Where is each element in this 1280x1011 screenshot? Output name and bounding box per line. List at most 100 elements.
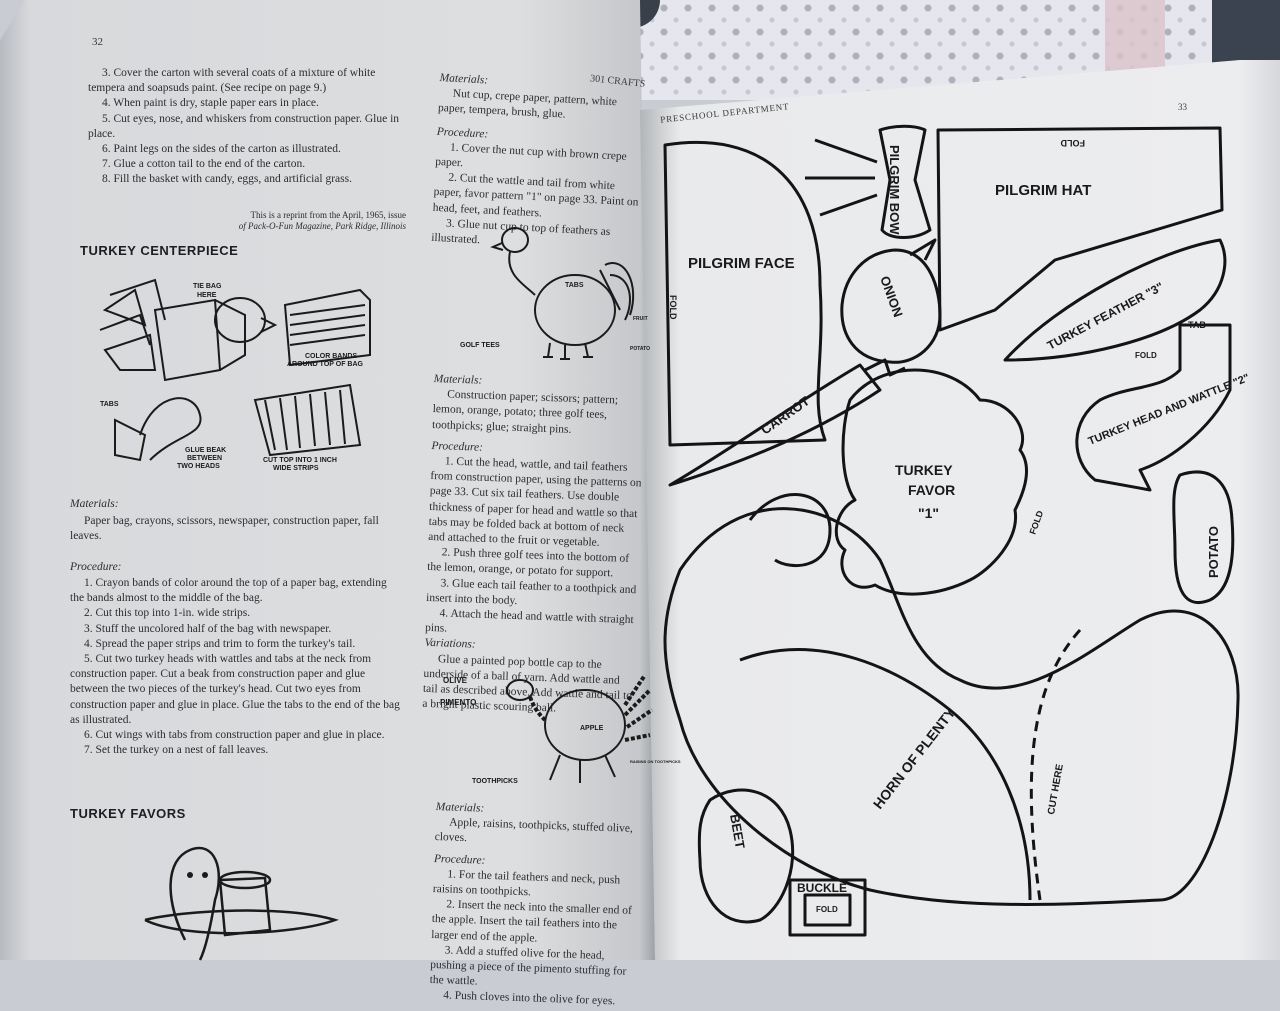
onion-top (909, 238, 937, 261)
horn-inner (739, 648, 1032, 901)
pilgrim-bow-label: PILGRIM BOW (887, 145, 902, 235)
materials-text: Paper bag, crayons, scissors, newspaper,… (70, 514, 400, 544)
intro-step: 3. Cover the carton with several coats o… (88, 67, 376, 95)
pilgrim-hat-outline (936, 126, 1224, 332)
turkey-head-outline (1075, 323, 1232, 492)
cut-here-line (1029, 628, 1082, 901)
carrot-outline (668, 363, 882, 487)
procedure-step: 7. Set the turkey on a nest of fall leav… (84, 744, 269, 757)
procedure-heading: Procedure: (70, 561, 122, 573)
favors-title: TURKEY FAVORS (70, 806, 186, 821)
buckle-inner (803, 893, 852, 927)
materials-text: Construction paper; scissors; pattern; l… (431, 388, 619, 436)
procedure-steps: 1. Crayon bands of color around the top … (70, 576, 400, 758)
apple-turkey-illustration: OLIVE PIMENTO APPLE TOOTHPICKS RAISINS O… (440, 673, 681, 785)
procedure-step: 5. Cut two turkey heads with wattles and… (70, 653, 400, 726)
procedure-step: 6. Cut wings with tabs from construction… (84, 729, 385, 742)
reprint-line: of Pack-O-Fun Magazine, Park Ridge, Illi… (238, 221, 406, 231)
fold-label: FOLD (668, 295, 678, 320)
label-two-heads: TWO HEADS (177, 463, 220, 470)
label-tabs: TABS (565, 282, 584, 289)
golf-tee-turkey-illustration: TABS GOLF TEES FRUIT POTATO (460, 227, 650, 360)
favors-illustration (144, 846, 339, 961)
reprint-note: This is a reprint from the April, 1965, … (150, 210, 406, 232)
label-fruit: FRUIT (633, 316, 648, 322)
beet-label: BEET (727, 813, 748, 850)
beet-outline (697, 788, 795, 924)
label-raisins: RAISINS ON TOOTHPICKS (630, 759, 681, 764)
pilgrim-face-label: PILGRIM FACE (688, 255, 795, 272)
centerpiece-illustration: TIE BAG HERE COLOR BANDS AROUND TOP OF B… (99, 278, 371, 472)
right-page-number: 33 (1178, 102, 1187, 112)
label-cut-top: CUT TOP INTO 1 INCH (263, 457, 337, 464)
potato-label: POTATO (1206, 526, 1221, 578)
label-glue-beak: GLUE BEAK (185, 447, 226, 454)
turkey-bag-drawing (99, 278, 278, 382)
patterns-sheet: PILGRIM BOW PILGRIM HAT FOLD PILGRIM FAC… (663, 124, 1252, 937)
procedure-step: 1. Cut the head, wattle, and tail feathe… (428, 455, 642, 549)
reprint-line: This is a reprint from the April, 1965, … (250, 210, 406, 220)
materials-text: Apple, raisins, toothpicks, stuffed oliv… (434, 816, 634, 845)
intro-steps: 3. Cover the carton with several coats o… (88, 66, 406, 188)
left-page-number: 32 (92, 36, 103, 48)
horn-swirl (748, 493, 832, 567)
centerpiece-title: TURKEY CENTERPIECE (80, 243, 239, 258)
buckle-outline (788, 878, 867, 937)
pilgrim-hat-label: PILGRIM HAT (995, 182, 1091, 199)
label-wide-strips: WIDE STRIPS (273, 465, 319, 472)
turkey-favor-label: "1" (918, 505, 939, 521)
buckle-label: BUCKLE (797, 881, 847, 895)
left-page (0, 0, 655, 960)
label-pimento: PIMENTO (440, 698, 476, 707)
intro-step: 7. Glue a cotton tail to the end of the … (102, 158, 306, 171)
label-olive: OLIVE (443, 676, 468, 685)
label-between: BETWEEN (187, 455, 222, 462)
middle-column-3: Materials: Apple, raisins, toothpicks, s… (429, 800, 648, 1011)
turkey-feather-outline (1003, 238, 1227, 362)
label-tabs: TABS (100, 401, 119, 408)
onion-outline (840, 248, 942, 364)
horn-of-plenty-label: HORN OF PLENTY (870, 704, 959, 812)
tab-label: TAB (1188, 320, 1206, 330)
intro-step: 4. When paint is dry, staple paper ears … (102, 97, 319, 110)
potato-outline (1172, 470, 1235, 604)
pilgrim-bow-outline (878, 124, 932, 239)
procedure-step: 4. Spread the paper strips and trim to f… (84, 637, 356, 650)
turkey-favor-label: TURKEY (895, 462, 953, 478)
fold-label: FOLD (1135, 351, 1157, 360)
turkey-feather-label: TURKEY FEATHER "3" (1045, 279, 1166, 352)
procedure-step: 2. Insert the neck into the smaller end … (431, 898, 632, 945)
label-here: HERE (197, 292, 217, 299)
cut-strips-drawing (253, 383, 362, 457)
fold-label: FOLD (816, 905, 838, 914)
turkey-favor-label: FAVOR (908, 482, 955, 498)
label-tie-bag: TIE BAG (193, 283, 222, 290)
procedure-step: 1. Crayon bands of color around the top … (70, 577, 387, 605)
intro-step: 6. Paint legs on the sides of the carton… (102, 143, 341, 156)
label-color-bands: COLOR BANDS (305, 353, 357, 360)
cut-here-label: CUT HERE (1046, 763, 1066, 816)
label-golf-tees: GOLF TEES (460, 342, 500, 349)
label-apple: APPLE (580, 725, 604, 732)
materials-line: Paper bag, crayons, scissors, newspaper,… (70, 515, 379, 543)
turkey-head-label: TURKEY HEAD AND WATTLE "2" (1087, 372, 1252, 448)
procedure-step: 3. Add a stuffed olive for the head, pus… (429, 944, 627, 988)
onion-label: ONION (877, 274, 906, 319)
bag-with-bands-drawing (283, 288, 371, 367)
fold-label: FOLD (1027, 509, 1045, 536)
label-toothpicks: TOOTHPICKS (472, 778, 518, 785)
label-around-top: AROUND TOP OF BAG (287, 361, 364, 368)
pilgrim-bow-rays (805, 138, 878, 217)
pilgrim-face-outline (663, 140, 827, 447)
fold-label: FOLD (1060, 138, 1085, 148)
turkey-favor-outline (834, 368, 1028, 596)
procedure-step: 2. Cut this top into 1-in. wide strips. (84, 607, 251, 620)
materials-heading: Materials: (70, 498, 119, 510)
head-tabs-drawing (114, 397, 202, 462)
label-potato: POTATO (630, 346, 650, 352)
intro-step: 5. Cut eyes, nose, and whiskers from con… (88, 112, 400, 140)
carrot-label: CARROT (758, 393, 812, 437)
procedure-step: 3. Stuff the uncolored half of the bag w… (84, 622, 332, 635)
horn-of-plenty-outline (663, 507, 1240, 906)
intro-step: 8. Fill the basket with candy, eggs, and… (102, 173, 352, 186)
